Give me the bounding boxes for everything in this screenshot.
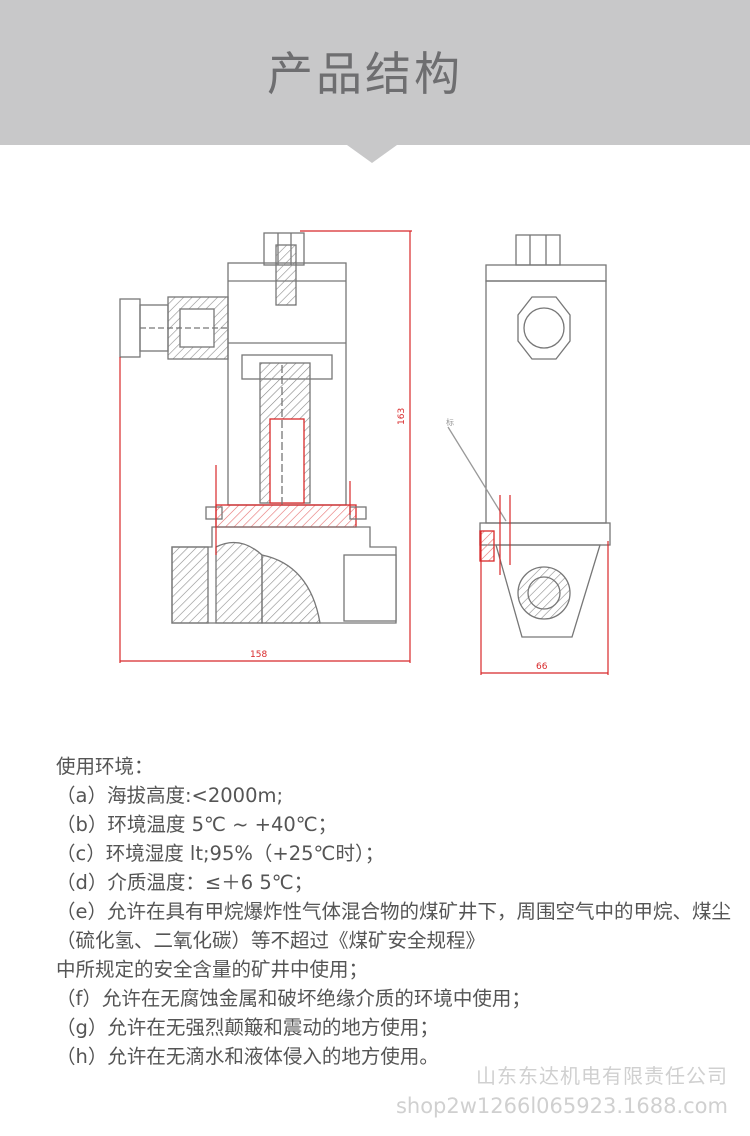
spec-item-g: （g）允许在无强烈颠簸和震动的地方使用； bbox=[56, 1016, 439, 1039]
front-section-view bbox=[119, 232, 397, 624]
armature bbox=[269, 418, 305, 504]
callout-label: 标 bbox=[446, 417, 454, 427]
valve-structure-drawing: 163 158 标 66 bbox=[119, 230, 611, 675]
spec-item-c: （c）环境湿度 lt;95%（+25℃时）； bbox=[56, 842, 385, 865]
cable-gland-nut bbox=[119, 298, 141, 358]
watermark-company: 山东东达机电有限责任公司 bbox=[476, 1064, 728, 1088]
spec-item-a: （a）海拔高度:<2000m; bbox=[56, 784, 284, 807]
side-hex-boss bbox=[517, 296, 571, 360]
watermark-url: shop2w1266l065923.1688.com bbox=[395, 1094, 728, 1118]
spec-item-b: （b）环境温度 5℃ ~ +40℃； bbox=[56, 813, 338, 836]
spec-item-d: （d）介质温度：≤＋6 5℃； bbox=[56, 871, 314, 894]
bonnet-flange bbox=[215, 504, 357, 528]
top-bolt-hatch bbox=[275, 244, 297, 306]
spec-list: 使用环境： （a）海拔高度:<2000m; （b）环境温度 5℃ ~ +40℃；… bbox=[56, 752, 736, 1071]
header-band bbox=[0, 0, 750, 145]
spec-item-f: （f）允许在无腐蚀金属和破坏绝缘介质的环境中使用； bbox=[56, 987, 531, 1010]
side-dimensions bbox=[480, 495, 609, 675]
spec-item-h: （h）允许在无滴水和液体侵入的地方使用。 bbox=[56, 1045, 439, 1068]
side-valve-body bbox=[495, 544, 601, 638]
dim-total-length: 158 bbox=[250, 650, 267, 660]
header-notch bbox=[347, 145, 397, 163]
spec-item-e-cont: 中所规定的安全含量的矿井中使用； bbox=[56, 958, 369, 981]
spec-item-e: （e）允许在具有甲烷爆炸性气体混合物的煤矿井下，周围空气中的甲烷、煤尘（硫化氢、… bbox=[56, 900, 731, 952]
dim-total-height: 163 bbox=[397, 408, 407, 425]
port-circle bbox=[517, 566, 571, 620]
side-coil-housing bbox=[485, 280, 607, 524]
dim-width: 66 bbox=[536, 662, 548, 672]
side-top-nut bbox=[515, 234, 561, 266]
page-title: 产品结构 bbox=[267, 47, 463, 101]
side-view bbox=[447, 234, 611, 638]
front-dimensions bbox=[119, 230, 412, 663]
spec-heading: 使用环境： bbox=[56, 755, 154, 778]
